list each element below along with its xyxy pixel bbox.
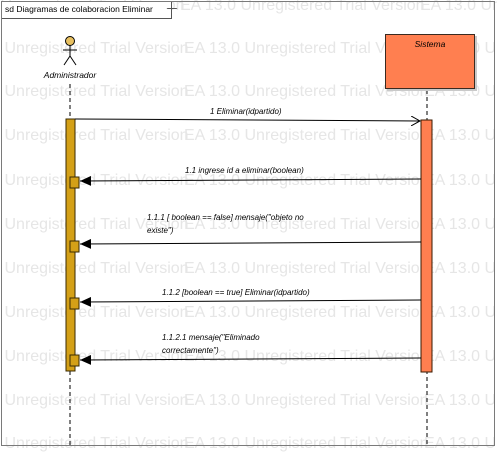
message-label: 1.1.1 [ boolean == false] mensaje("objet… bbox=[147, 213, 304, 222]
actor-nested-activation bbox=[69, 176, 80, 189]
message-arrow bbox=[79, 296, 422, 307]
watermark-row: EA 13.0 Unregistered Trial VersionEA 13.… bbox=[0, 392, 497, 409]
message-label: 1.1.2.1 mensaje("Eliminado bbox=[162, 333, 260, 342]
sistema-activation-bar bbox=[420, 119, 433, 373]
watermark-row: EA 13.0 Unregistered Trial VersionEA 13.… bbox=[0, 127, 497, 144]
watermark-row: EA 13.0 Unregistered Trial VersionEA 13.… bbox=[0, 216, 497, 233]
message-label: correctamente") bbox=[162, 346, 219, 355]
sistema-lifeline-box: Sistema bbox=[385, 34, 475, 89]
message-arrow bbox=[79, 175, 422, 186]
message-label: 1.1.2 [boolean == true] Eliminar(idparti… bbox=[162, 288, 310, 297]
message-label: 1.1 ingrese id a eliminar(boolean) bbox=[185, 166, 304, 175]
watermark-row: EA 13.0 Unregistered Trial VersionEA 13.… bbox=[0, 348, 497, 365]
actor-label: Administrador bbox=[43, 70, 97, 80]
actor-icon bbox=[63, 36, 77, 66]
actor-nested-activation bbox=[69, 240, 80, 253]
actor-nested-activation bbox=[69, 297, 80, 310]
actor-nested-activation bbox=[69, 354, 80, 367]
watermark-row: EA 13.0 Unregistered Trial VersionEA 13.… bbox=[0, 260, 497, 277]
watermark-row: EA 13.0 Unregistered Trial VersionEA 13.… bbox=[0, 304, 497, 321]
diagram-frame bbox=[1, 1, 495, 446]
message-label: 1 Eliminar(idpartido) bbox=[210, 107, 282, 116]
message-arrow bbox=[79, 354, 422, 365]
frame-label: sd Diagramas de colaboracion Eliminar bbox=[2, 2, 172, 19]
sistema-label: Sistema bbox=[414, 39, 446, 49]
message-arrow bbox=[74, 119, 420, 121]
message-label: existe") bbox=[147, 226, 174, 235]
message-arrow bbox=[79, 238, 422, 249]
